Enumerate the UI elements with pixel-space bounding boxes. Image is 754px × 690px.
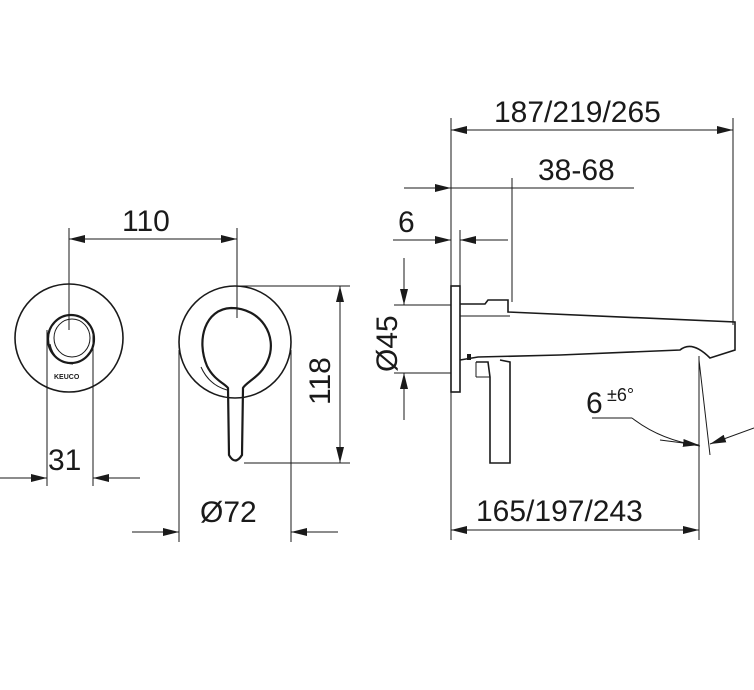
push-button [46,313,96,365]
tilt-arrow-right [709,427,754,445]
dim-45-group: Ø45 [371,258,451,420]
dim-6-group: 6 [393,206,508,290]
dim-spout-projection: 165/197/243 [476,495,643,528]
side-lever [476,359,511,464]
brand-logo: KEUCO [54,374,80,381]
dim-lever-height: 118 [304,357,337,405]
dim-button-spacing: 110 [122,205,170,238]
dim-spout-diameter: Ø45 [371,315,404,372]
dim-tilt-tolerance: ±6° [607,385,634,405]
dim-187-group: 187/219/265 [450,96,734,325]
lever-handle [201,306,272,462]
lever-inner-edge [200,366,228,391]
spout-marker [467,354,471,360]
side-view [450,285,736,464]
lever-cover-rosette [178,285,292,399]
front-view-button: KEUCO 31 [0,228,140,486]
push-button-inner [53,318,91,358]
dim-wall-range: 38-68 [538,154,615,187]
wall-plate [450,285,461,393]
dim-plate-thickness: 6 [398,206,415,239]
dim-tilt-group: 6 ±6° [586,359,754,456]
dim-38-68-group: 38-68 [404,154,634,302]
dim-cover-diameter: Ø72 [200,496,257,529]
tilt-arc [631,417,701,447]
dim-165-group: 165/197/243 [450,356,700,540]
dim-button-diameter: 31 [48,444,81,477]
tilt-arrow-left [659,438,700,447]
dim-tilt-base: 6 [586,387,603,420]
dim-spout-total: 187/219/265 [494,96,661,129]
spout-body [459,299,736,361]
front-view-lever: Ø72 118 [132,285,350,542]
button-shadow [49,343,74,365]
dim-110-group: 110 [69,205,238,318]
